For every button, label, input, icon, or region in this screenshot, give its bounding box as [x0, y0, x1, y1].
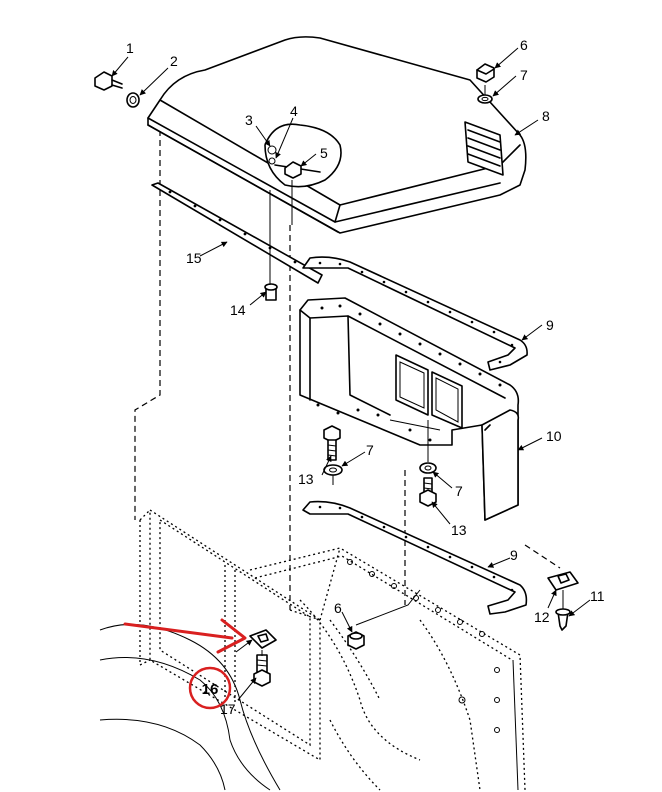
- callout-6-top: 6: [520, 37, 528, 53]
- washer-7-right: [419, 462, 437, 474]
- bolt-13-right: [419, 477, 437, 507]
- body-flange-holes: [347, 559, 500, 733]
- nut-6-top: [476, 63, 495, 83]
- top-cover: [147, 36, 527, 234]
- screw-14: [264, 283, 278, 301]
- callout-9-upper: 9: [546, 317, 554, 333]
- callout-leaders: [111, 47, 591, 701]
- nut-6-lower: [347, 631, 365, 650]
- callout-11: 11: [590, 588, 605, 604]
- callout-4: 4: [290, 103, 298, 119]
- vehicle-body-phantom: [99, 130, 526, 791]
- callout-14: 14: [230, 302, 246, 318]
- highlight-16: 16: [123, 618, 247, 710]
- callout-13-left: 13: [298, 471, 314, 487]
- gasket-lower: [302, 500, 528, 615]
- callout-9-lower: 9: [510, 547, 518, 563]
- housing: [299, 297, 520, 521]
- retainer-strip: [151, 182, 323, 284]
- callout-15: 15: [186, 250, 202, 266]
- callout-12: 12: [534, 609, 550, 625]
- callout-16: 16: [202, 681, 219, 698]
- red-arrowhead: [216, 618, 247, 654]
- washer-7-top: [477, 94, 493, 104]
- gasket-upper: [302, 256, 528, 371]
- bolt-13-left: [323, 425, 341, 461]
- cover-louver: [464, 121, 504, 176]
- callout-numbers: 1 2 3 4 5 6 7 8 9 10 7 13 7 13 14 15 9 1…: [126, 37, 605, 717]
- housing-holes: [316, 304, 502, 442]
- screw-11: [555, 608, 571, 631]
- alignment-lines: [261, 85, 564, 656]
- callout-7-top: 7: [520, 67, 528, 83]
- red-arrow: [123, 622, 234, 640]
- callout-1: 1: [126, 40, 134, 56]
- callout-2: 2: [170, 53, 178, 69]
- clip-nut-16: [249, 629, 277, 649]
- callout-7-left: 7: [366, 442, 374, 458]
- bolt-17: [253, 654, 271, 687]
- red-circle: [188, 666, 232, 710]
- screw-1: [94, 71, 123, 91]
- callout-3: 3: [245, 112, 253, 128]
- callout-17: 17: [220, 701, 236, 717]
- callout-8: 8: [542, 108, 550, 124]
- clip-nut-12: [547, 571, 579, 591]
- callout-7-right: 7: [455, 483, 463, 499]
- callout-6-lower: 6: [334, 600, 342, 616]
- callout-10: 10: [546, 428, 562, 444]
- callout-5: 5: [320, 145, 328, 161]
- callout-13-right: 13: [451, 522, 467, 538]
- grommet-2: [126, 92, 140, 108]
- washer-7-left: [323, 464, 343, 476]
